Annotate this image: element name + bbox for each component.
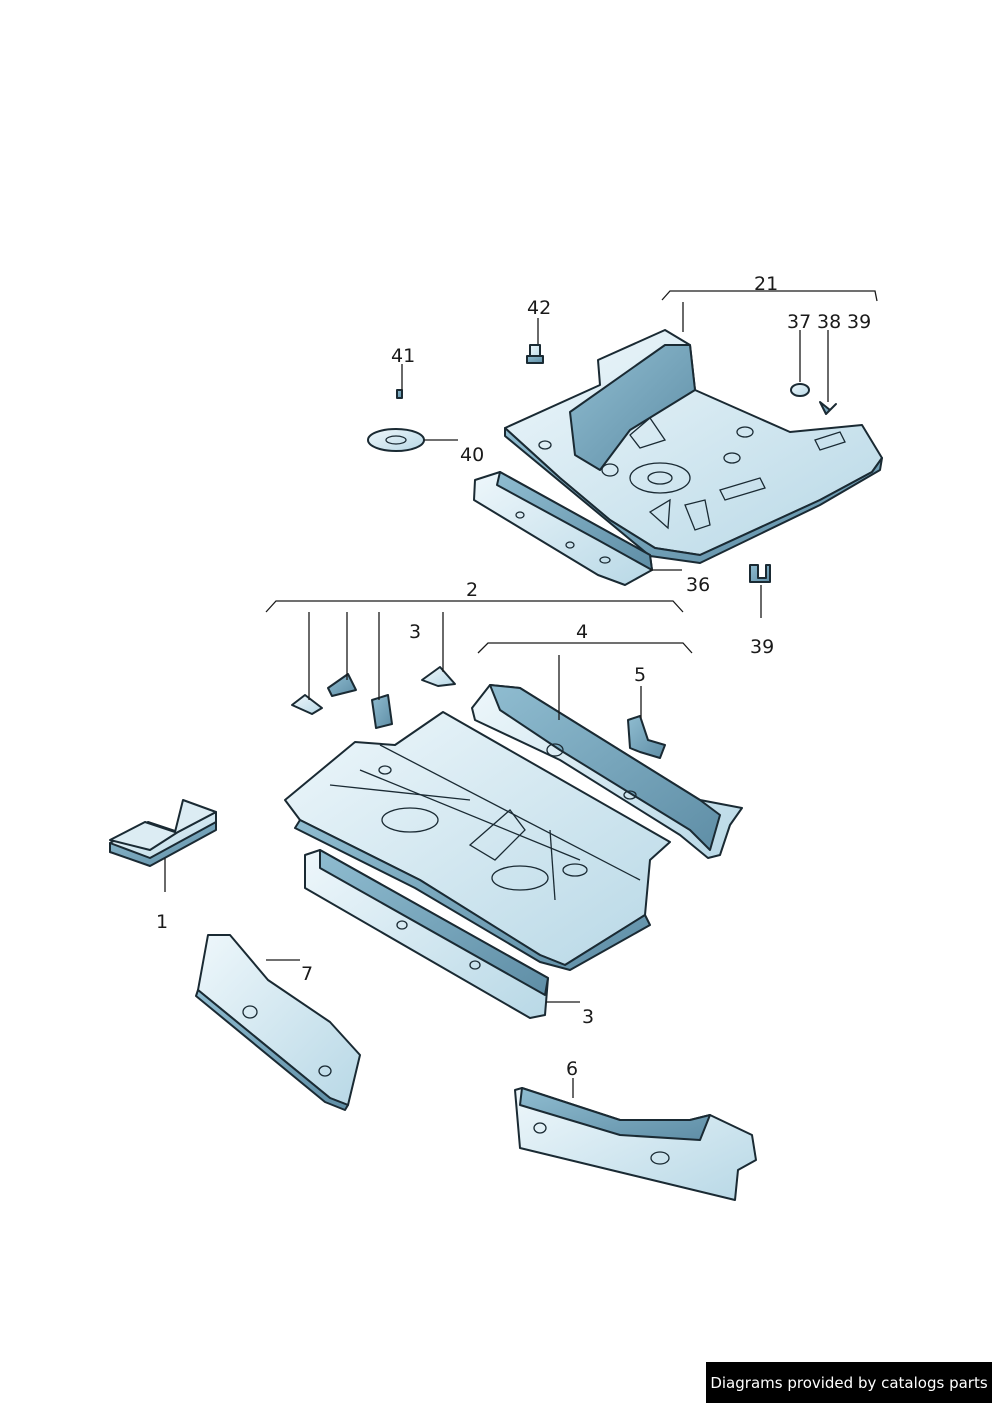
cross-member-part-36 xyxy=(473,471,653,586)
callout-labels: 21 42 37 38 39 41 40 36 2 3 4 39 5 1 7 3… xyxy=(156,273,871,1080)
bracket-d xyxy=(421,666,456,687)
screw-part-41 xyxy=(396,389,403,399)
callout-5: 5 xyxy=(634,664,646,686)
cross-member-part-4 xyxy=(471,684,743,859)
cross-member-part-3 xyxy=(304,849,549,1019)
callout-39-upper: 39 xyxy=(847,311,871,333)
bracket-a xyxy=(291,694,323,715)
callout-37: 37 xyxy=(787,311,811,333)
clip-part-38 xyxy=(819,401,837,415)
callout-39-lower: 39 xyxy=(750,636,774,658)
callout-4: 4 xyxy=(576,621,588,643)
leader-lines xyxy=(164,290,878,1098)
callout-1: 1 xyxy=(156,911,168,933)
callout-6: 6 xyxy=(566,1058,578,1080)
side-panel-part-7 xyxy=(195,934,361,1111)
callout-2: 2 xyxy=(466,579,478,601)
callout-3-upper: 3 xyxy=(409,621,421,643)
callout-42: 42 xyxy=(527,297,551,319)
plug-part-40 xyxy=(367,428,425,452)
callout-3-lower: 3 xyxy=(582,1006,594,1028)
insulation-part-1 xyxy=(109,799,217,867)
bracket-b xyxy=(327,673,357,697)
bracket-c xyxy=(371,694,393,729)
credit-banner: Diagrams provided by catalogs parts xyxy=(706,1362,992,1403)
nut-part-37 xyxy=(790,383,810,397)
callout-40: 40 xyxy=(460,444,484,466)
clip-part-39 xyxy=(749,564,771,583)
side-member-part-6 xyxy=(514,1087,757,1201)
callout-38: 38 xyxy=(817,311,841,333)
callout-41: 41 xyxy=(391,345,415,367)
bolt-part-42 xyxy=(526,344,544,364)
callout-36: 36 xyxy=(686,574,710,596)
callout-21: 21 xyxy=(754,273,778,295)
main-floor-pan-part-2 xyxy=(284,711,671,971)
bracket-part-5 xyxy=(627,715,666,759)
rear-floor-pan-part-21 xyxy=(504,329,883,564)
callout-7: 7 xyxy=(301,963,313,985)
